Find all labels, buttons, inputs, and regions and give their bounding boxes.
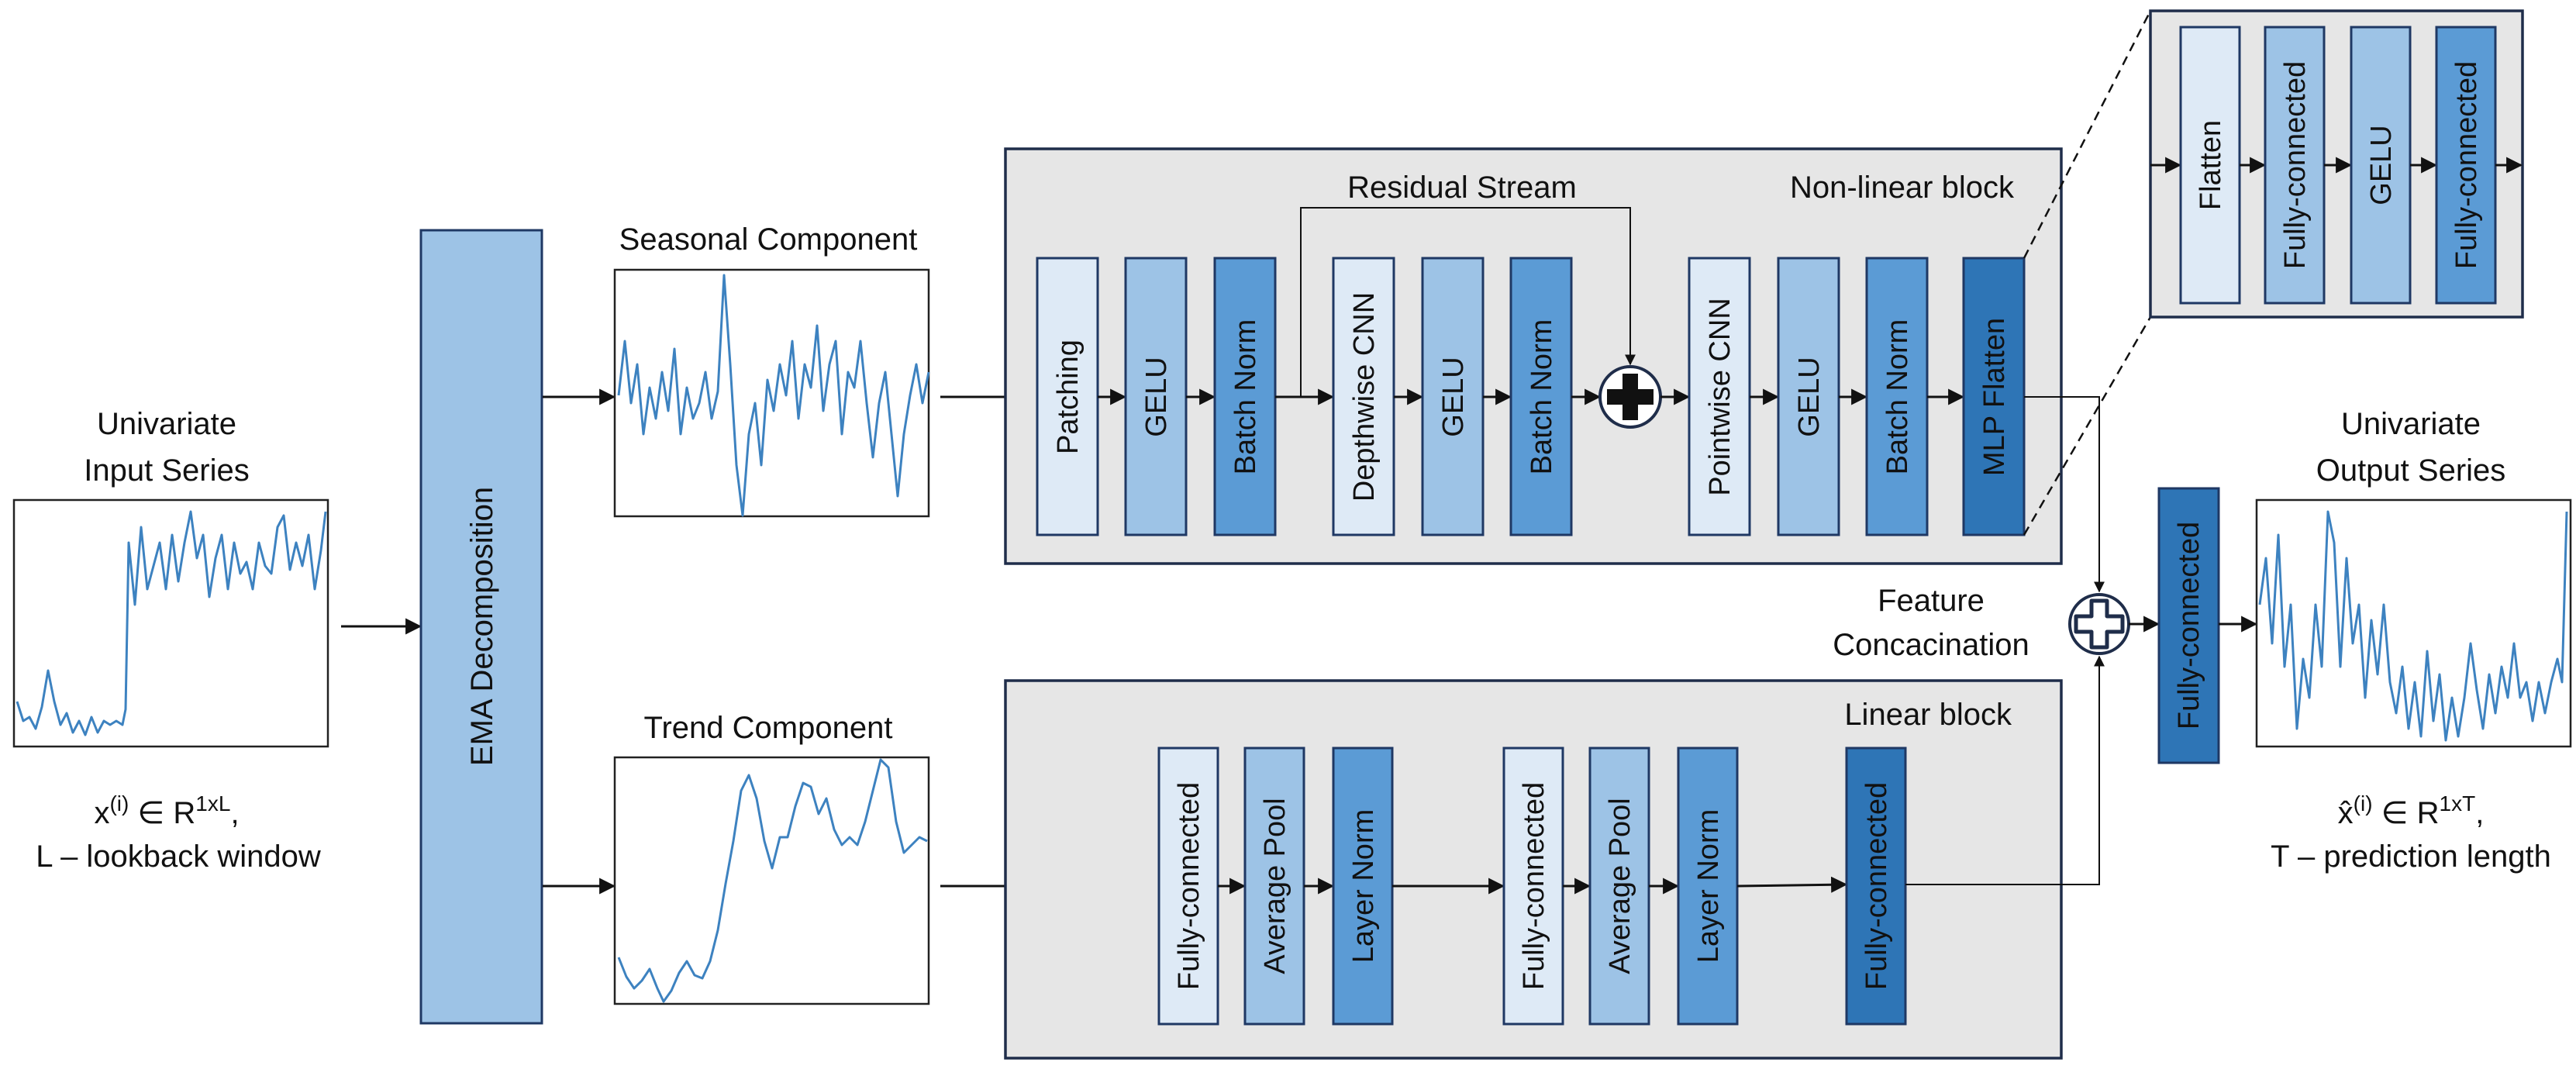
batch-norm-block-2 (1509, 257, 1573, 536)
linear-fc-label-2: Fully-connected (1518, 782, 1550, 990)
linear-fc-block-3 (1845, 747, 1907, 1026)
residual-sum-icon (1598, 365, 1662, 429)
trend-line (617, 758, 928, 1003)
residual-stream-path (1300, 207, 1636, 397)
seasonal-title: Seasonal Component (619, 222, 918, 257)
average-pool-label-2: Average Pool (1604, 798, 1636, 974)
batch-norm-block-1 (1213, 257, 1277, 536)
pointwise-cnn-block (1688, 257, 1751, 536)
gelu-label-1: GELU (1140, 357, 1173, 436)
mlp-fc-label-1: Fully-connected (2279, 61, 2312, 269)
output-series-plot (2255, 498, 2572, 748)
output-series-line (2258, 510, 2568, 742)
patching-block (1036, 257, 1099, 536)
trend-plot (613, 756, 930, 1005)
mlp-flatten-block (1962, 257, 2026, 536)
average-pool-label-1: Average Pool (1259, 798, 1291, 974)
residual-stream-label: Residual Stream (1347, 171, 1577, 205)
output-note: T – prediction length (2271, 840, 2551, 874)
input-formula: x(i) ∈ R1xL, (94, 791, 239, 830)
final-fc-label: Fully-connected (2173, 522, 2205, 729)
layer-norm-block-1 (1332, 747, 1394, 1026)
gelu-block-2 (1421, 257, 1485, 536)
linear-title: Linear block (1844, 698, 2012, 732)
batch-norm-label-3: Batch Norm (1881, 319, 1914, 475)
linear-fc-label-1: Fully-connected (1173, 782, 1205, 990)
path-linear-to-concat (1905, 655, 2105, 885)
average-pool-block-2 (1588, 747, 1650, 1026)
layer-norm-block-2 (1677, 747, 1739, 1026)
mlp-flatten-detail-block (2179, 26, 2241, 305)
concat-label-line1: Feature (1878, 584, 1985, 618)
batch-norm-label-2: Batch Norm (1526, 319, 1558, 475)
mlp-gelu-label: GELU (2365, 125, 2398, 205)
patching-label: Patching (1052, 340, 1085, 454)
pointwise-cnn-label: Pointwise CNN (1704, 298, 1736, 496)
input-title-line2: Input Series (84, 453, 249, 488)
mlp-fc-label-2: Fully-connected (2450, 61, 2483, 269)
zoom-line-bottom (2023, 316, 2152, 536)
gelu-label-3: GELU (1793, 357, 1826, 436)
gelu-block-1 (1124, 257, 1188, 536)
output-formula: x̂(i) ∈ R1xT, (2338, 791, 2485, 830)
mlp-flatten-detail-label: Flatten (2195, 120, 2227, 210)
input-series-line (16, 510, 327, 736)
arrow-l-6 (1736, 876, 1848, 893)
concat-label-line2: Concacination (1833, 628, 2029, 662)
linear-fc-block-1 (1157, 747, 1219, 1026)
seasonal-plot (613, 268, 930, 518)
ema-decomposition-block (419, 229, 543, 1025)
layer-norm-label-2: Layer Norm (1692, 809, 1725, 964)
trend-title: Trend Component (644, 711, 893, 745)
batch-norm-block-3 (1865, 257, 1929, 536)
batch-norm-label-1: Batch Norm (1229, 319, 1262, 475)
seasonal-line (617, 274, 930, 517)
mlp-fc-block-1 (2264, 26, 2326, 305)
nonlinear-title: Non-linear block (1790, 171, 2015, 205)
ema-decomposition-label: EMA Decomposition (465, 487, 499, 766)
mlp-flatten-label: MLP Flatten (1978, 318, 2011, 476)
output-title-line2: Output Series (2316, 453, 2506, 488)
linear-fc-label-3: Fully-connected (1860, 782, 1893, 990)
concat-plus-icon (2068, 593, 2130, 655)
mlp-fc-block-2 (2435, 26, 2497, 305)
final-fc-block (2157, 487, 2220, 764)
input-title-line1: Univariate (97, 407, 236, 441)
output-title-line1: Univariate (2341, 407, 2481, 441)
path-nonlinear-to-concat (2024, 396, 2105, 593)
input-note: L – lookback window (36, 840, 321, 874)
depthwise-cnn-label: Depthwise CNN (1348, 292, 1381, 502)
layer-norm-label-1: Layer Norm (1347, 809, 1380, 964)
gelu-label-2: GELU (1437, 357, 1470, 436)
